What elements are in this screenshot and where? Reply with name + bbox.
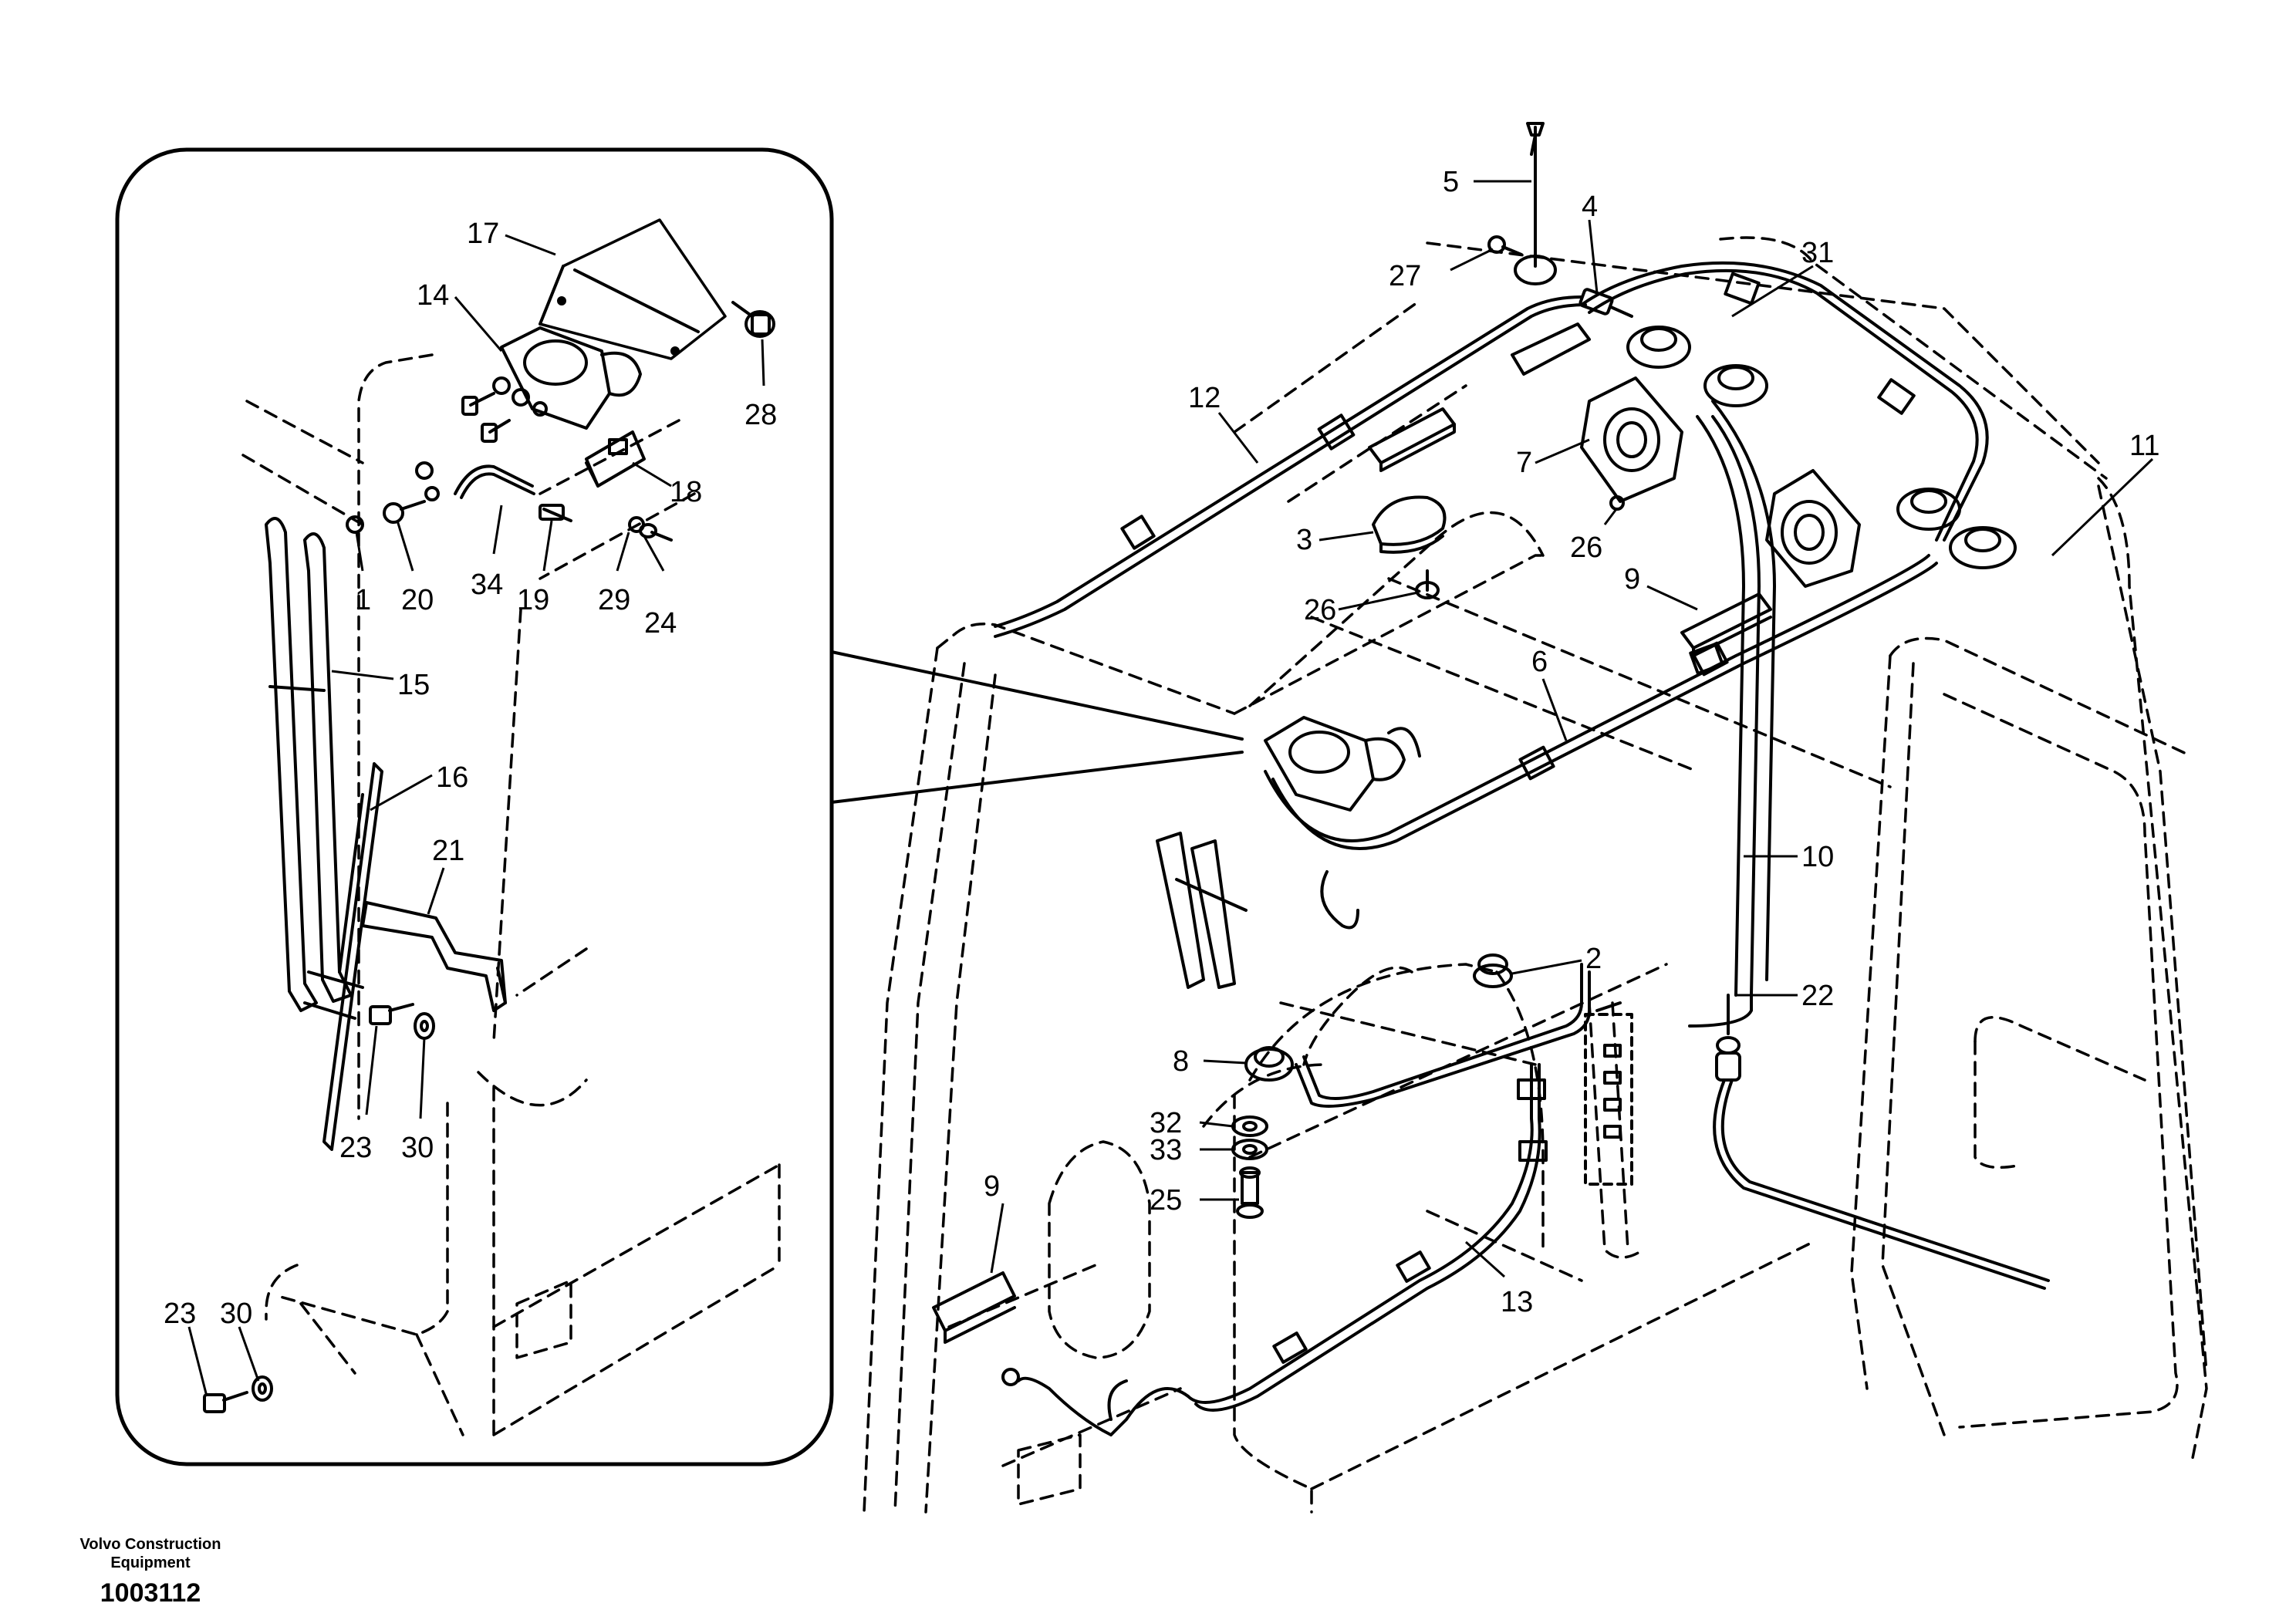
harness-10 (1688, 400, 1776, 1028)
connectors-cluster (1584, 1001, 1633, 1186)
wiper-motor-14 (461, 326, 642, 443)
callout-32: 32 (1150, 1107, 1182, 1139)
bolt-23-upper (369, 1003, 414, 1025)
callout-11: 11 (2129, 430, 2159, 462)
company-name-line1: Volvo Construction (79, 1536, 221, 1553)
washer-30-lower (252, 1375, 273, 1402)
screw-26-b (1609, 495, 1625, 511)
callout-10: 10 (1801, 841, 1834, 873)
callout-19: 19 (517, 584, 549, 616)
speaker-7 (1580, 376, 1861, 588)
callout-24: 24 (644, 607, 677, 640)
callout-25: 25 (1150, 1184, 1182, 1217)
callout-9-upper: 9 (1624, 563, 1640, 596)
callout-33: 33 (1150, 1134, 1182, 1166)
callout-22: 22 (1801, 980, 1834, 1012)
document-number: 1003112 (100, 1578, 201, 1608)
callout-28: 28 (745, 399, 777, 431)
antenna-5 (1514, 122, 1557, 285)
callout-26-b: 26 (1570, 532, 1602, 564)
callout-18: 18 (670, 476, 702, 508)
trim-plates-9 (932, 322, 1772, 1344)
bolt-27 (1487, 235, 1523, 256)
grommet-2 (1473, 953, 1513, 988)
screw-26-a (1415, 569, 1440, 599)
callout-23-upper: 23 (339, 1132, 372, 1164)
callout-9-lower: 9 (984, 1170, 1000, 1203)
washer-30-upper (414, 1012, 435, 1040)
callout-20: 20 (401, 584, 434, 616)
wiper-blade-16 (303, 762, 383, 1151)
bolt-25 (1236, 1166, 1264, 1219)
inset-callout-line-top (830, 650, 1244, 741)
callout-16: 16 (436, 761, 468, 794)
main-harness-31 (1580, 261, 1989, 542)
callout-17: 17 (467, 218, 499, 250)
harness-13 (1001, 963, 1591, 1436)
bracket-21 (361, 901, 507, 1012)
fittings-1-20-29-24 (346, 461, 673, 542)
callout-21: 21 (432, 835, 464, 867)
switch-8 (1244, 1046, 1294, 1082)
nozzle-19 (539, 504, 572, 522)
callout-34: 34 (471, 569, 503, 601)
callout-26-a: 26 (1304, 594, 1336, 626)
callout-27: 27 (1389, 260, 1421, 292)
bolt-23-lower (203, 1391, 248, 1413)
callout-31: 31 (1801, 237, 1834, 269)
wire-harness-12 (994, 295, 1587, 638)
callout-15: 15 (397, 669, 430, 701)
main-cab-outline (863, 236, 2208, 1514)
dome-light-3 (1372, 495, 1447, 554)
callout-7: 7 (1516, 447, 1532, 479)
callout-1: 1 (355, 584, 371, 616)
callout-labels: 17 14 28 18 1 20 34 19 29 24 15 16 21 23… (164, 166, 2159, 1330)
motor-cover-17 (539, 218, 727, 360)
callout-3: 3 (1296, 524, 1312, 556)
inset-frame (115, 147, 834, 1466)
callout-14: 14 (417, 279, 449, 312)
callout-6: 6 (1531, 646, 1548, 678)
callout-30-lower: 30 (220, 1298, 252, 1330)
connector-4 (1578, 288, 1633, 318)
inset-cab-outline (241, 353, 781, 1436)
bracket-18 (585, 430, 646, 488)
grommets-11-31 (1626, 326, 2017, 569)
callout-8: 8 (1173, 1045, 1189, 1078)
callout-30-upper: 30 (401, 1132, 434, 1164)
main-wiper-motor (1156, 716, 1421, 989)
callout-13: 13 (1501, 1286, 1533, 1318)
wiper-arm-15 (265, 517, 353, 1012)
callout-4: 4 (1582, 191, 1598, 223)
company-name-line2: Equipment (110, 1554, 191, 1571)
leader-lines (187, 180, 2154, 1397)
antenna-cable-22 (1713, 994, 2050, 1290)
inset-callout-line-bottom (830, 751, 1244, 804)
callout-29: 29 (598, 584, 630, 616)
footer: Volvo Construction Equipment 1003112 (46, 1535, 255, 1608)
hose-34 (454, 464, 535, 499)
callout-5: 5 (1443, 166, 1459, 198)
callout-23-lower: 23 (164, 1298, 196, 1330)
callout-2: 2 (1585, 943, 1602, 975)
callout-12: 12 (1188, 382, 1221, 414)
washer-32 (1231, 1115, 1268, 1137)
bolt-28 (731, 301, 775, 338)
